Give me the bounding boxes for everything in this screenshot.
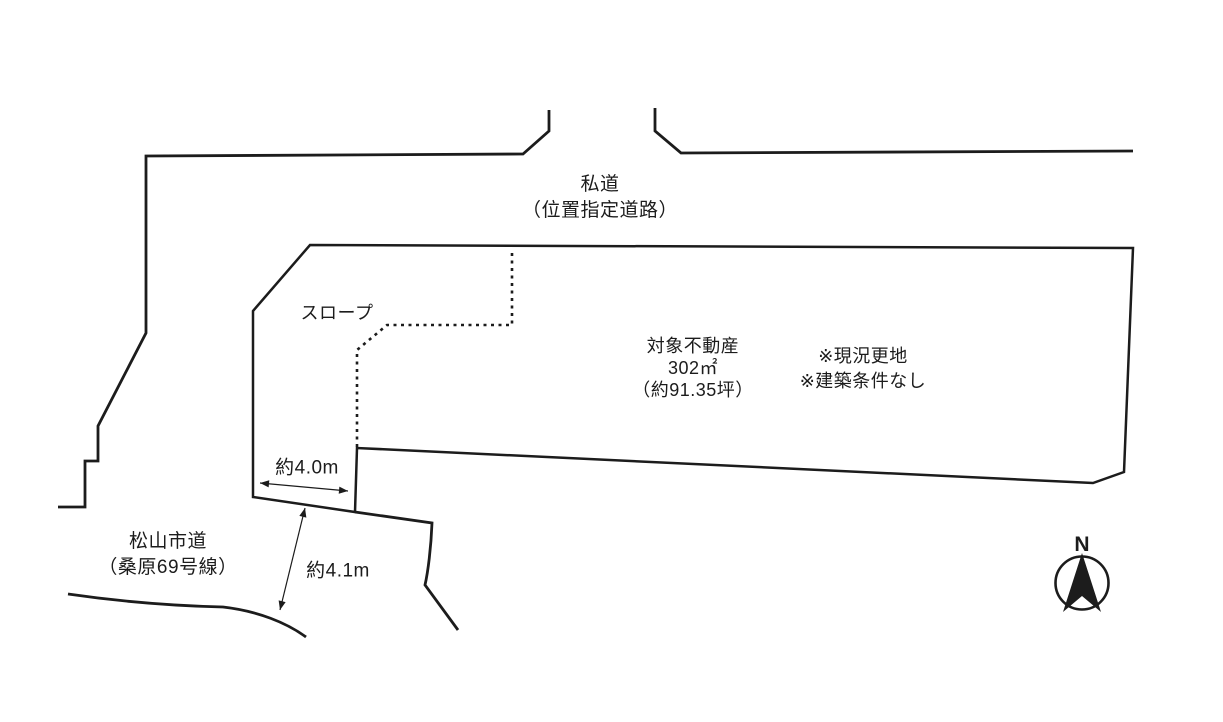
property-label: 対象不動産 302㎡ （約91.35坪） — [632, 335, 754, 401]
note-current-condition: ※現況更地 — [818, 346, 908, 366]
property-notes-label: ※現況更地 ※建築条件なし — [800, 344, 927, 394]
city-road-route: （桑原69号線） — [98, 557, 238, 578]
private-road-type: （位置指定道路） — [521, 200, 679, 221]
note-building-conditions: ※建築条件なし — [799, 371, 927, 391]
city-road-name: 松山市道 — [128, 531, 208, 552]
city-road-west-curve — [67, 592, 307, 639]
property-outline — [251, 243, 1135, 514]
private-road-label: 私道 （位置指定道路） — [522, 172, 678, 224]
dim-arrow-frontage — [259, 480, 349, 494]
private-road-upper-right-edge — [653, 108, 1134, 155]
compass-north-label: N — [1074, 533, 1090, 556]
private-road-name: 私道 — [580, 174, 620, 195]
private-road-upper-left-edge — [58, 110, 551, 509]
city-road-label: 松山市道 （桑原69号線） — [98, 529, 237, 581]
dim-arrow-road-width — [278, 507, 307, 611]
property-area-sqm: 302㎡ — [667, 358, 719, 378]
property-title: 対象不動産 — [646, 336, 740, 356]
compass — [1054, 553, 1110, 612]
property-area-tsubo: （約91.35坪） — [632, 380, 754, 400]
slope-label: スロープ — [300, 303, 374, 323]
city-road-east-edge — [354, 510, 460, 631]
slope-dotted-boundary — [355, 253, 514, 447]
compass-north-arrow-icon — [1063, 553, 1101, 612]
dim-road-width-label: 約4.1m — [306, 560, 370, 582]
dim-frontage-label: 約4.0m — [275, 457, 339, 479]
